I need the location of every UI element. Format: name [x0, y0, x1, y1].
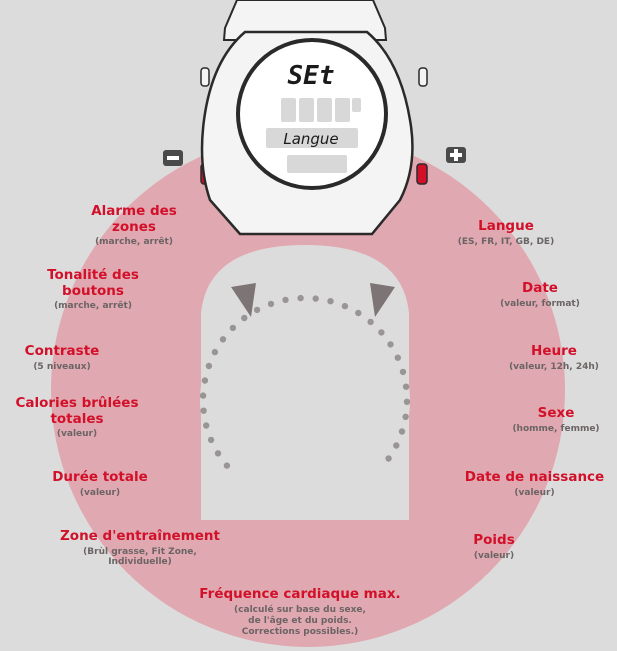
ring-dot [223, 462, 231, 469]
arrow-right-icon [370, 283, 395, 317]
label-poids: Poids (valeur) [473, 532, 515, 561]
ring-dot [241, 314, 248, 322]
label-contraste: Contraste (5 niveaux) [24, 343, 100, 372]
label-alarme-zones: Alarme des zones (marche, arrêt) [91, 203, 177, 248]
ring-dot [205, 362, 213, 370]
ring-dot [402, 383, 410, 390]
label-langue: Langue (ES, FR, IT, GB, DE) [457, 218, 555, 247]
watch-right-top-button [418, 67, 428, 87]
label-frequence-cardiaque: Fréquence cardiaque max. (calculé sur ba… [199, 586, 401, 638]
ring-dot [219, 336, 227, 343]
label-duree-totale: Durée totale (valeur) [52, 469, 148, 498]
label-tonalite-boutons: Tonalité des boutons (marche, arrêt) [47, 267, 139, 312]
watch-mode-text: SEt [288, 61, 335, 91]
label-date-naissance: Date de naissance (valeur) [464, 469, 605, 498]
label-zone-entrainement: Zone d'entraînement (Brùl grasse, Fit Zo… [60, 528, 220, 567]
ring-dot [297, 294, 304, 302]
dotted-cycle-ring [199, 294, 411, 469]
ring-dot [398, 428, 406, 435]
ring-dot [394, 354, 401, 361]
ring-dot [253, 306, 261, 314]
ring-dot [385, 455, 392, 462]
ring-dot [211, 348, 219, 356]
ring-dot [200, 407, 207, 414]
arrow-left-icon [231, 283, 256, 317]
label-sexe: Sexe (homme, femme) [512, 405, 600, 434]
ring-dot [267, 300, 275, 308]
ring-dot [403, 398, 411, 405]
label-calories: Calories brûlées totales (valeur) [15, 395, 139, 440]
watch: SEt Langue [200, 0, 428, 236]
ring-dot [203, 422, 210, 429]
watch-strap [222, 0, 388, 41]
minus-button-icon [163, 150, 183, 166]
ring-dot [312, 295, 319, 302]
ring-dot [229, 324, 237, 332]
ring-dot [201, 377, 209, 384]
ring-dot [214, 450, 222, 457]
watch-left-top-button [200, 67, 210, 87]
display-ghost-segments [266, 98, 361, 173]
label-date: Date (valeur, format) [500, 280, 580, 309]
ring-dot [341, 302, 349, 310]
ring-dot [378, 329, 385, 336]
label-heure: Heure (valeur, 12h, 24h) [509, 343, 599, 372]
watch-menu-text: Langue [283, 130, 338, 148]
ring-dot [367, 318, 374, 326]
inner-disc [200, 295, 410, 505]
plus-button-icon [446, 147, 466, 163]
ring-dot [199, 392, 207, 399]
ring-dot [393, 442, 400, 449]
ring-dot [399, 368, 407, 376]
ring-dot [327, 298, 334, 305]
ring-dot [207, 436, 215, 444]
ring-dot [355, 309, 362, 317]
ring-dot [402, 413, 409, 420]
watch-right-red-button [416, 163, 428, 185]
ring-dot [387, 341, 394, 348]
ring-dot [282, 296, 289, 304]
